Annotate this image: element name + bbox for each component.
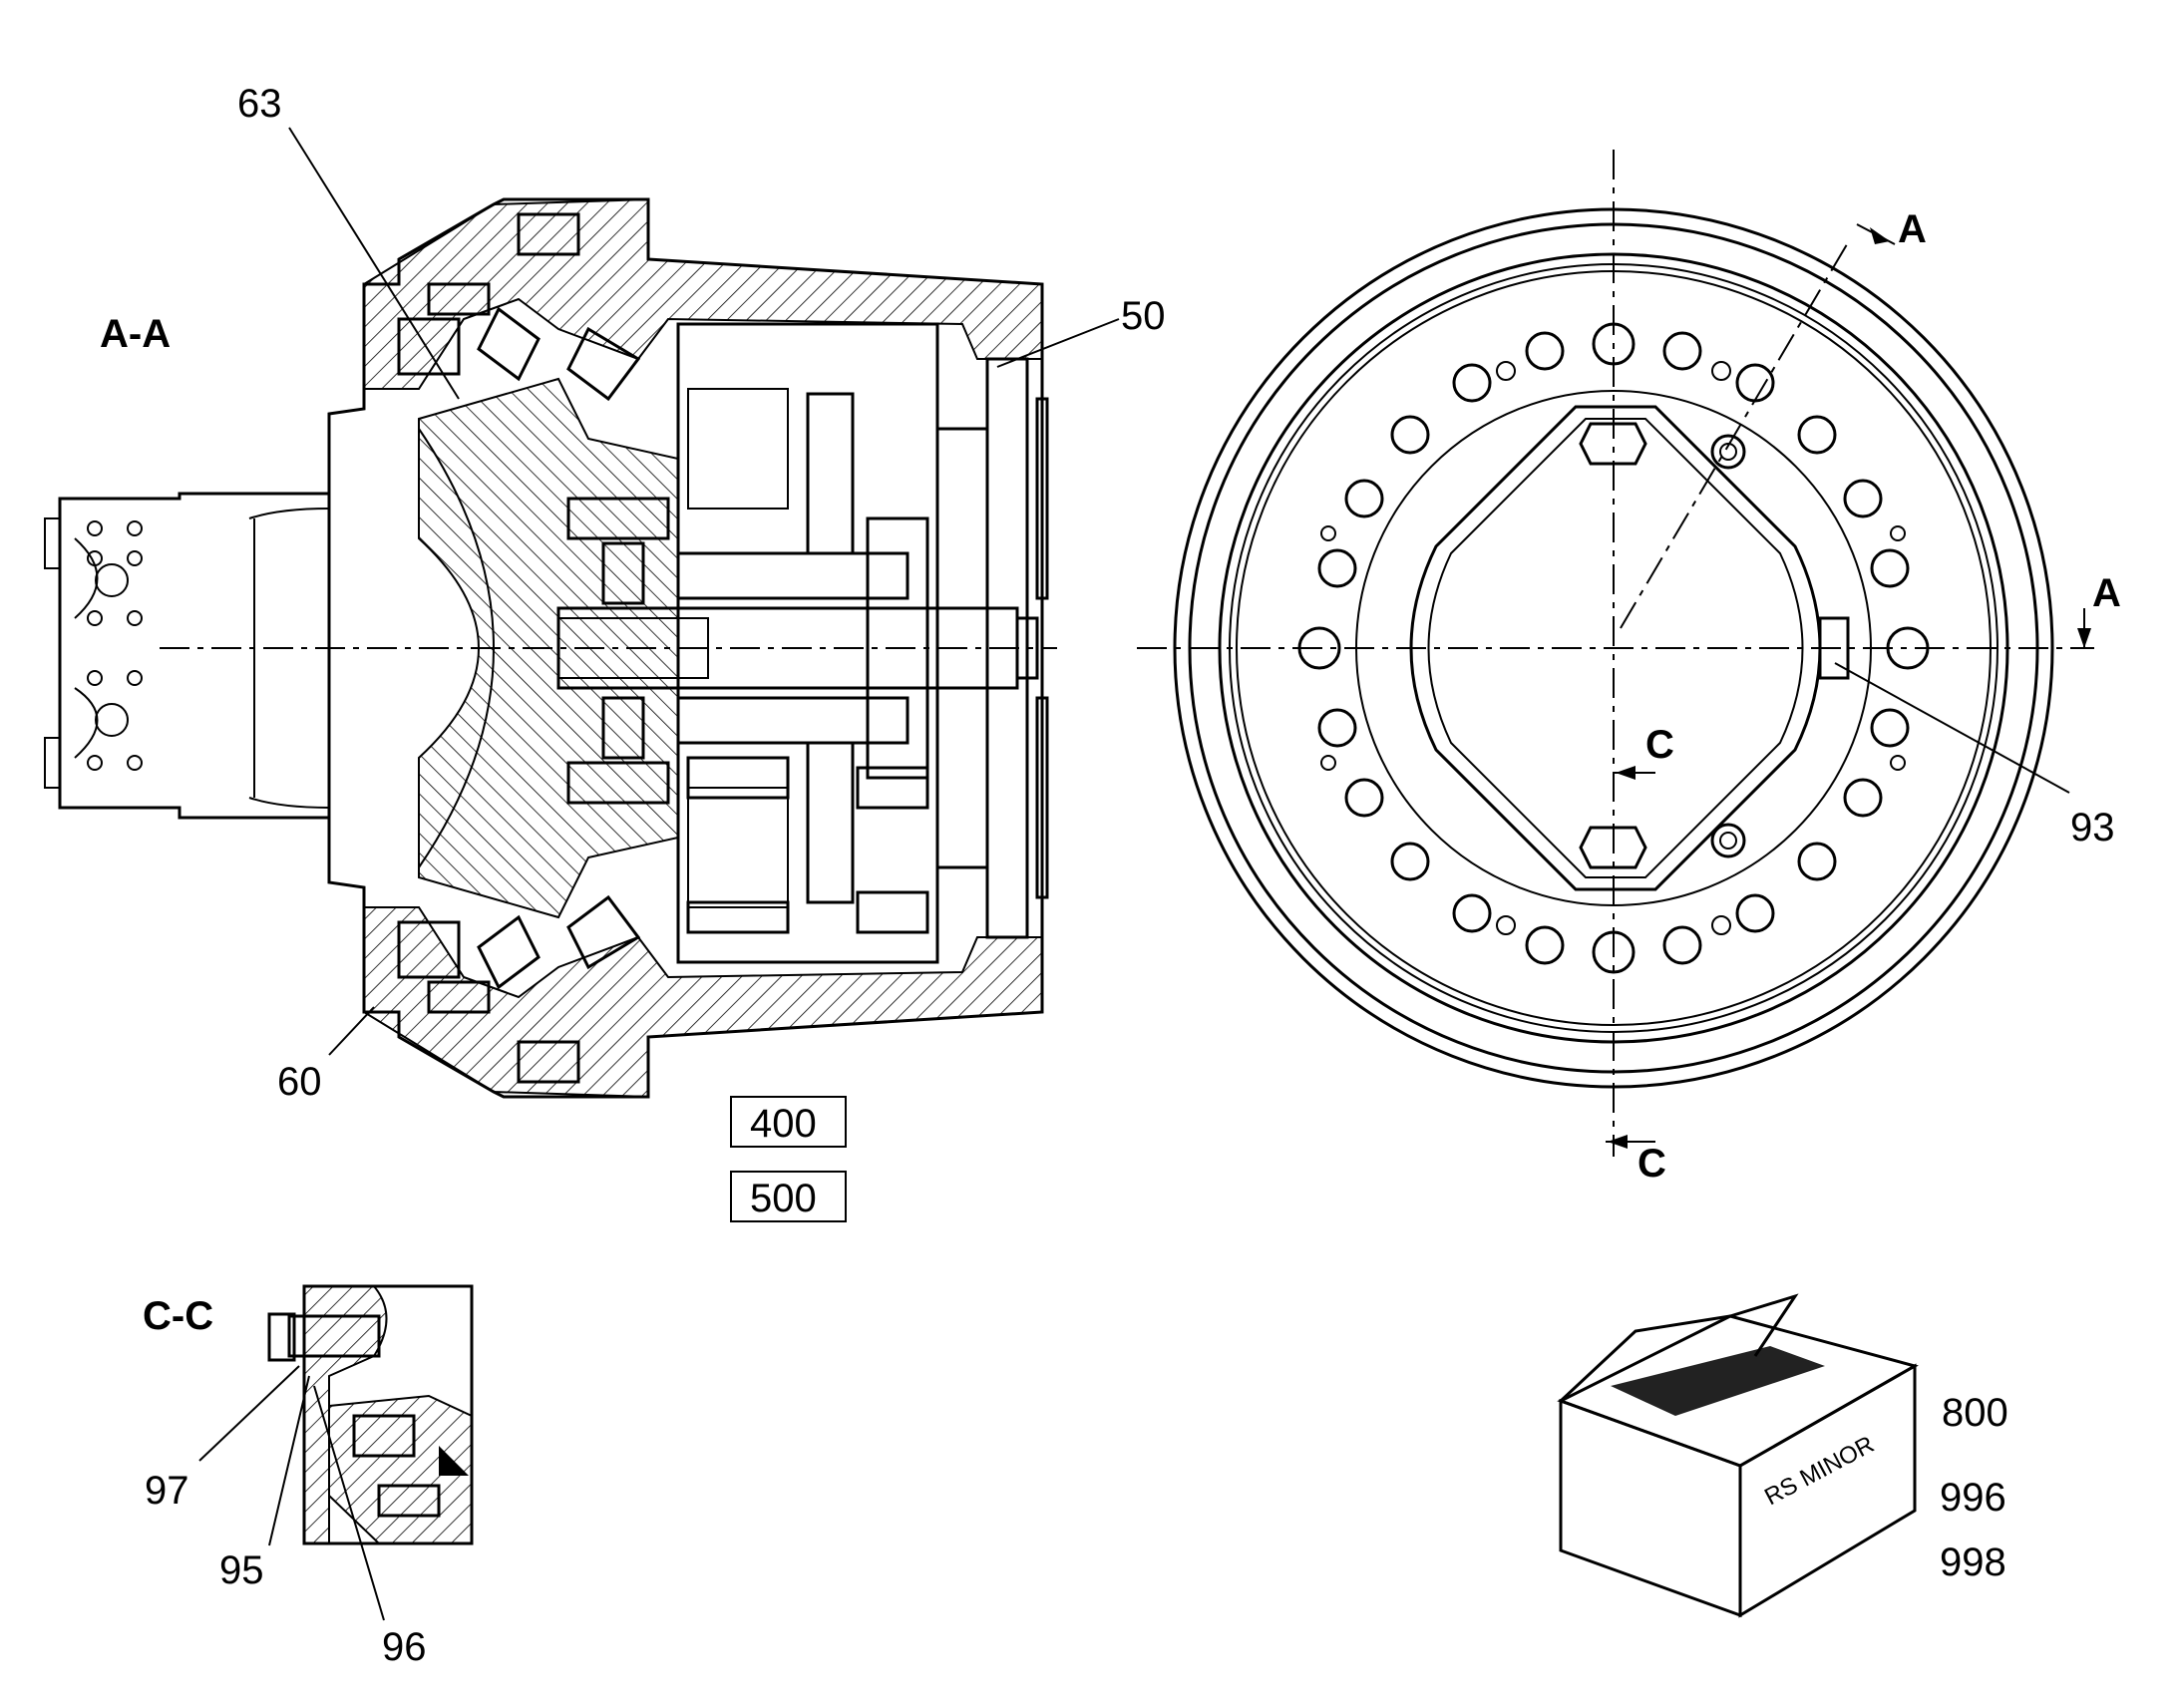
section-c-marker-mid: C [1645,723,1674,767]
section-c-marker-bottom: C [1637,1142,1666,1186]
section-cc-title: C-C [143,1294,213,1338]
motor-block [44,492,331,820]
leader-63 [288,127,460,400]
callout-63: 63 [237,82,282,126]
box-500: 500 [730,1171,847,1222]
leader-97 [198,1365,300,1462]
gearbox-internals [566,322,1029,964]
end-cover [1035,397,1049,899]
svg-text:400: 400 [750,1102,817,1146]
shaft [556,606,1039,690]
callout-800: 800 [1942,1391,2008,1435]
callout-93: 93 [2070,806,2115,850]
box-400: 400 [730,1096,847,1148]
section-cc-view [267,1284,474,1545]
bolts [397,212,641,1084]
callout-97: 97 [145,1469,189,1513]
ev-section-a-line [1620,238,1851,629]
leader-93 [1834,662,2070,794]
callout-50: 50 [1121,294,1166,338]
bolt-holes [1297,322,1930,974]
section-aa-view [44,197,1057,1099]
leader-60 [328,1006,375,1056]
callout-95: 95 [219,1548,264,1592]
leader-96 [313,1385,385,1621]
leader-95 [268,1375,310,1546]
section-a-marker-right: A [2092,571,2121,615]
section-a-marker-top: A [1898,207,1927,251]
callout-996: 996 [1940,1476,2006,1520]
svg-text:500: 500 [750,1177,817,1220]
section-aa-title: A-A [100,312,171,356]
packaging-box: RS MINOR [1557,1293,1919,1618]
callout-998: 998 [1940,1540,2006,1584]
callout-96: 96 [382,1625,427,1669]
leader-50 [996,318,1120,368]
callout-60: 60 [277,1060,322,1104]
flange [327,197,1044,1099]
end-view [1137,150,2094,1157]
